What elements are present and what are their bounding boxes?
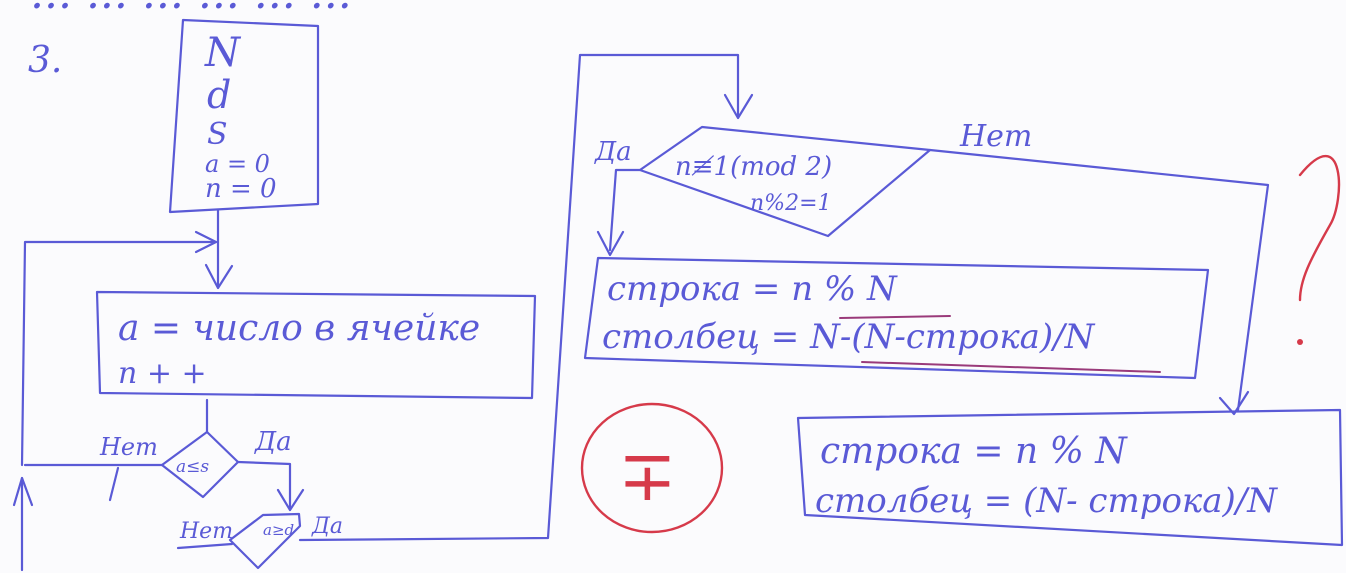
grade-circle <box>580 402 724 534</box>
decision3-yes-branch <box>608 168 642 252</box>
yes-block-frame <box>583 256 1210 380</box>
no-block-frame <box>796 408 1344 547</box>
start-block-init-a: a = 0 <box>205 150 270 178</box>
yes-block-underline-2 <box>861 361 1161 373</box>
decision3-subcondition: n%2=1 <box>750 191 832 216</box>
decision3-yes-arrowhead <box>596 230 625 257</box>
no-block-line2: столбец = (N- строка)/N <box>815 481 1278 521</box>
decision1-yes-branch <box>236 460 292 510</box>
question-mark-dot <box>1297 339 1303 345</box>
decision2-diamond <box>228 512 302 570</box>
decision3-condition: n≢1(mod 2) <box>675 152 832 182</box>
decision2-condition: a≥d <box>263 521 294 539</box>
arrowhead-into-decision3 <box>723 93 754 120</box>
start-block-var-s: S <box>207 117 228 152</box>
start-block-init-n: n = 0 <box>205 174 277 204</box>
yes-block-underline-1 <box>839 315 951 319</box>
decision2-no-branch <box>176 542 234 550</box>
decision3-yes-label: Да <box>594 137 632 167</box>
decision1-no-label: Нет <box>99 433 158 461</box>
decision2-yes-label: Да <box>311 514 343 539</box>
start-block-var-d: d <box>207 73 231 117</box>
decision2-no-label: Нет <box>179 519 233 544</box>
decision1-diamond <box>160 430 240 499</box>
problem-number: 3. <box>28 40 62 81</box>
yes-block-line2: столбец = N-(N-строка)/N <box>602 317 1096 357</box>
no-block-line1: строка = n % N <box>820 431 1128 472</box>
decision3-no-label: Нет <box>959 119 1032 154</box>
process-block-frame <box>95 290 537 400</box>
decision3-no-arrowhead <box>1218 390 1250 416</box>
header-scribble: ... ... ... ... ... ... <box>30 0 352 19</box>
process-block-line1: a = число в ячейке <box>118 308 480 349</box>
decision1-no-tick <box>108 466 120 502</box>
grade-mark: ∓ <box>618 435 677 517</box>
decision3-no-branch <box>928 148 1270 412</box>
decision1-yes-label: Да <box>254 427 292 457</box>
yes-block-line1: строка = n % N <box>607 269 898 309</box>
start-block-frame <box>168 18 320 214</box>
arrowhead-into-process <box>204 263 234 290</box>
question-mark-curve <box>1298 155 1341 302</box>
loop-back-arrowhead <box>194 230 218 254</box>
decision2-yes-branch-to-right <box>298 53 740 542</box>
process-block-line2: n + + <box>118 356 207 391</box>
loop-back-line <box>20 240 218 467</box>
start-block-var-n: N <box>204 30 242 76</box>
decision1-condition: a≤s <box>176 457 209 477</box>
decision1-yes-arrowhead <box>276 488 305 512</box>
